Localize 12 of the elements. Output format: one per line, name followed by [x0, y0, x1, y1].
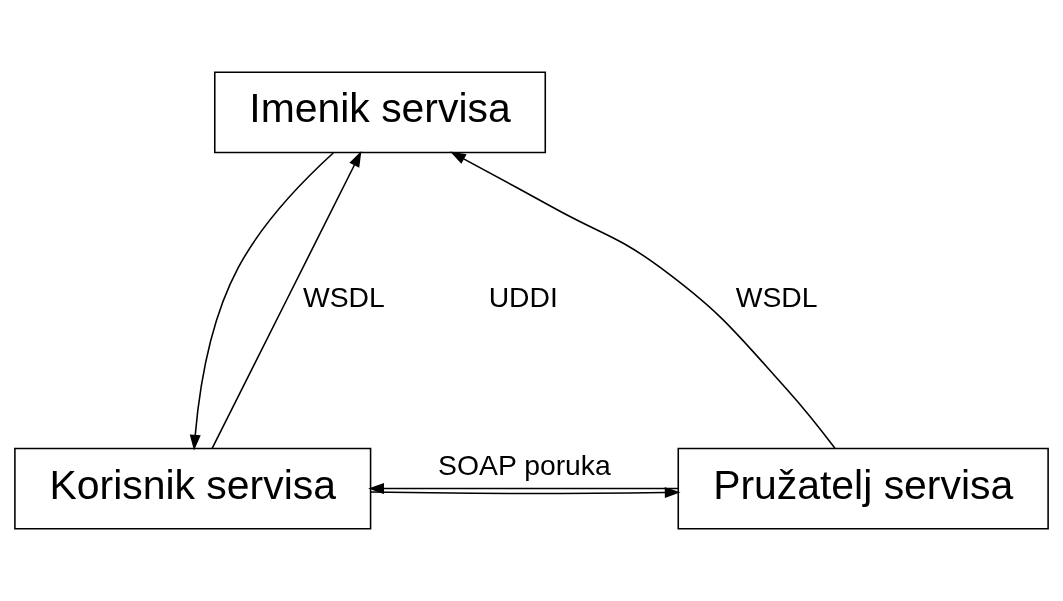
arrow — [369, 487, 681, 499]
node-box: Pružatelj servisa — [677, 447, 1049, 530]
node-box: Korisnik servisa — [14, 447, 372, 530]
node-box: Imenik servisa — [214, 71, 547, 154]
arrow — [450, 151, 836, 450]
arrow — [368, 483, 679, 495]
label: UDDI — [488, 281, 558, 314]
edge-label: SOAP poruka — [438, 449, 611, 482]
edge-label: WSDL — [735, 281, 818, 314]
arrow — [211, 151, 362, 450]
arrow — [189, 152, 334, 451]
edge-label: WSDL — [302, 281, 385, 314]
